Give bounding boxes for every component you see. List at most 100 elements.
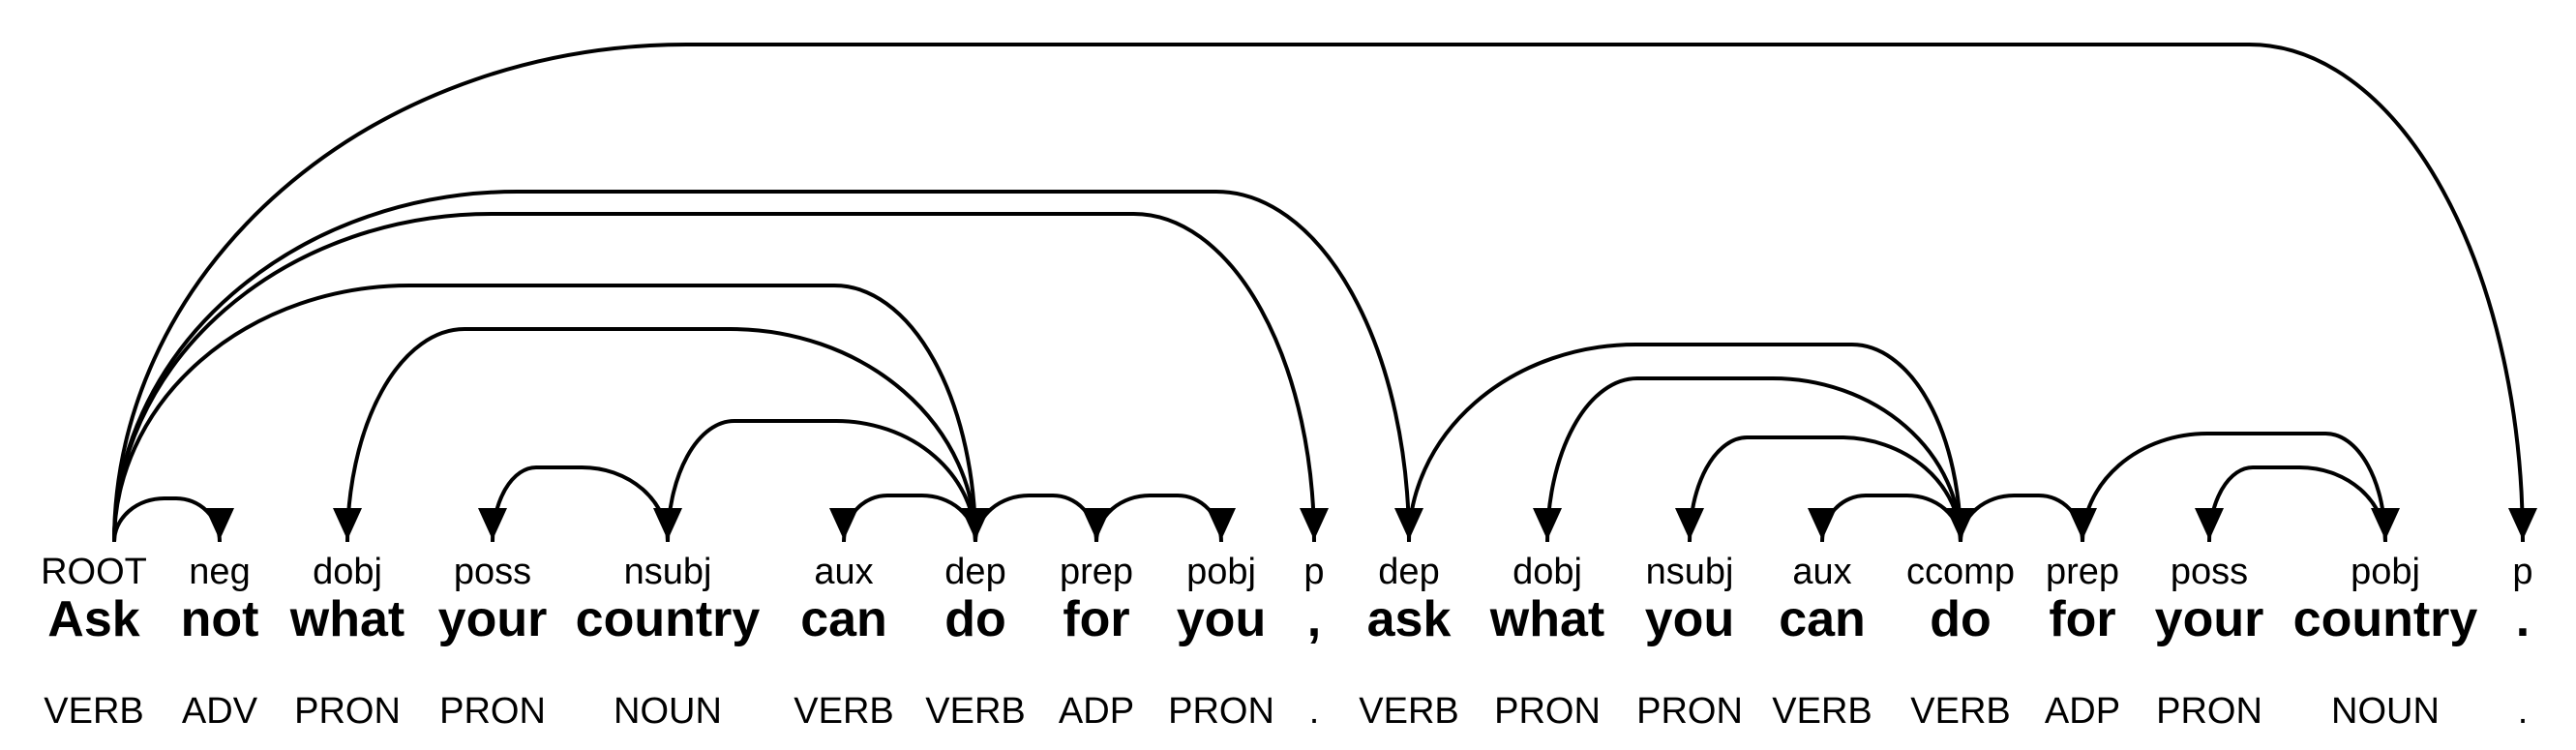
token-pos-tag: ADP bbox=[1059, 691, 1134, 732]
token-word: not bbox=[181, 591, 259, 647]
token-word: ask bbox=[1367, 591, 1452, 647]
arc-path bbox=[112, 212, 1316, 543]
token-word: can bbox=[1779, 591, 1866, 647]
token-dep-label: dep bbox=[944, 552, 1005, 592]
token-dep-label: pobj bbox=[1186, 552, 1256, 592]
token-word: you bbox=[1645, 591, 1734, 647]
arc-path bbox=[973, 494, 1098, 543]
arrowhead-icon bbox=[1808, 508, 1837, 540]
arc-path bbox=[1959, 494, 2084, 543]
token-dep-label: prep bbox=[2046, 552, 2119, 592]
token-word: for bbox=[2049, 591, 2115, 647]
arc-path bbox=[491, 465, 670, 543]
dependency-arc-aux-12 bbox=[1808, 494, 1962, 543]
arrowhead-icon bbox=[1533, 508, 1562, 540]
arrowhead-icon bbox=[1675, 508, 1704, 540]
token-pos-tag: VERB bbox=[925, 691, 1025, 732]
token-pos-tag: PRON bbox=[294, 691, 401, 732]
token-dep-label: poss bbox=[2171, 552, 2248, 592]
token-dep-label: ROOT bbox=[41, 552, 147, 592]
token-word: your bbox=[438, 591, 548, 647]
token-word: your bbox=[2155, 591, 2264, 647]
token-9: p,. bbox=[1303, 552, 1324, 732]
dependency-arc-pobj-16 bbox=[2081, 432, 2400, 543]
token-dep-label: nsubj bbox=[624, 552, 712, 592]
token-word: , bbox=[1307, 591, 1321, 647]
token-dep-label: nsubj bbox=[1646, 552, 1734, 592]
arc-path bbox=[2207, 465, 2387, 543]
token-word: Ask bbox=[47, 591, 139, 647]
token-pos-tag: NOUN bbox=[614, 691, 722, 732]
token-dep-label: dobj bbox=[1513, 552, 1582, 592]
token-dep-label: aux bbox=[1792, 552, 1851, 592]
dependency-arc-nsubj-3 bbox=[653, 419, 977, 543]
arrowhead-icon bbox=[829, 508, 858, 540]
arc-path bbox=[1545, 376, 1962, 543]
token-dep-label: neg bbox=[189, 552, 250, 592]
arc-path bbox=[2081, 432, 2387, 543]
token-dep-label: pobj bbox=[2351, 552, 2420, 592]
dependency-arc-p-8 bbox=[112, 212, 1329, 543]
arc-path bbox=[666, 419, 977, 543]
dependency-arc-pobj-7 bbox=[1094, 494, 1236, 543]
token-dep-label: prep bbox=[1060, 552, 1133, 592]
dependency-arc-prep-6 bbox=[973, 494, 1111, 543]
arrowhead-icon bbox=[478, 508, 507, 540]
arc-path bbox=[112, 43, 2525, 543]
token-pos-tag: . bbox=[2518, 691, 2529, 732]
arrowhead-icon bbox=[1207, 508, 1236, 540]
token-word: country bbox=[2293, 591, 2478, 647]
token-word: do bbox=[944, 591, 1006, 647]
dependency-arc-nsubj-11 bbox=[1675, 435, 1962, 543]
token-word: do bbox=[1930, 591, 1992, 647]
token-word: can bbox=[800, 591, 887, 647]
dependency-arc-p-17 bbox=[112, 43, 2537, 543]
token-pos-tag: PRON bbox=[1494, 691, 1601, 732]
arrowhead-icon bbox=[2508, 508, 2537, 540]
dependency-arc-poss-15 bbox=[2195, 465, 2387, 543]
arc-path bbox=[1820, 494, 1962, 543]
token-dep-label: p bbox=[1303, 552, 1324, 592]
arrowhead-icon bbox=[1300, 508, 1329, 540]
token-dep-label: dep bbox=[1378, 552, 1439, 592]
arrowhead-icon bbox=[205, 508, 234, 540]
dependency-arc-poss-2 bbox=[478, 465, 670, 543]
token-pos-tag: VERB bbox=[794, 691, 893, 732]
arc-path bbox=[1688, 435, 1962, 543]
token-pos-tag: VERB bbox=[1910, 691, 2010, 732]
token-pos-tag: PRON bbox=[439, 691, 546, 732]
token-pos-tag: ADP bbox=[2045, 691, 2120, 732]
arc-path bbox=[1094, 494, 1223, 543]
arrowhead-icon bbox=[653, 508, 682, 540]
token-word: country bbox=[576, 591, 761, 647]
token-18: p.. bbox=[2512, 552, 2532, 732]
token-word: what bbox=[289, 591, 404, 647]
token-dep-label: aux bbox=[814, 552, 873, 592]
token-pos-tag: . bbox=[1309, 691, 1320, 732]
token-pos-tag: ADV bbox=[182, 691, 258, 732]
dependency-arc-neg-0 bbox=[112, 496, 234, 543]
arc-path bbox=[112, 284, 977, 543]
dependency-arc-dep-9 bbox=[112, 190, 1423, 543]
arrowhead-icon bbox=[2195, 508, 2224, 540]
token-dep-label: dobj bbox=[313, 552, 382, 592]
token-word: what bbox=[1489, 591, 1604, 647]
token-pos-tag: VERB bbox=[1359, 691, 1458, 732]
dependency-arc-dobj-10 bbox=[1533, 376, 1962, 543]
arrowhead-icon bbox=[333, 508, 362, 540]
token-word: . bbox=[2516, 591, 2530, 647]
token-pos-tag: PRON bbox=[1168, 691, 1274, 732]
